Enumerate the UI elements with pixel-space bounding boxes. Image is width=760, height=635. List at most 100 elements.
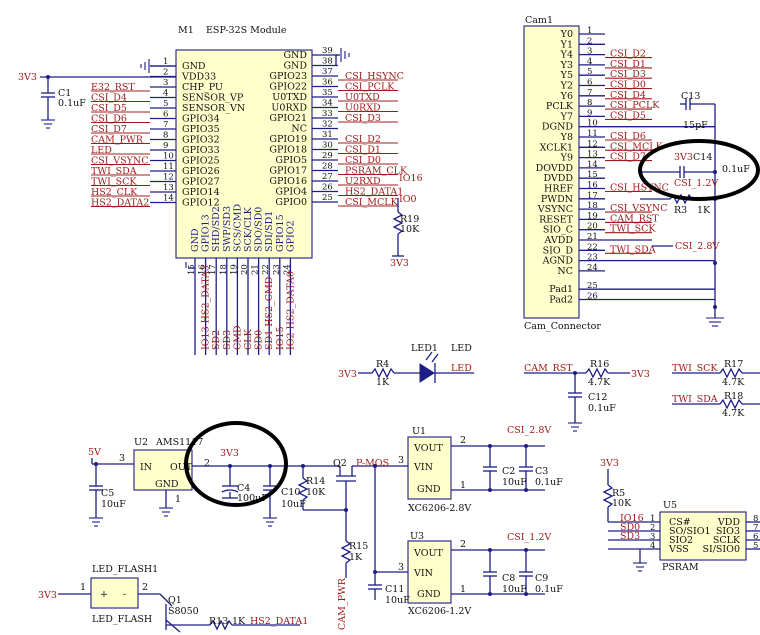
c8-value: 10uF [502,584,527,595]
esp-left-pin-num: 14 [163,194,174,204]
esp-bottom-pin-num: 24 [282,264,292,275]
cam-pin-name: VSYNC [537,204,573,215]
cam-pin-name: PWDN [541,194,573,205]
u3-ldo: U3 VOUT VIN GND XC6206-1.2V 2 1 3 CSI_1.… [368,464,563,617]
esp-io0-label: IO0 [399,194,417,205]
c9-value: 0.1uF [535,584,563,595]
cam-rst-pwr: 3V3 [631,369,650,380]
cam-pin-name: Y0 [560,29,573,40]
esp-right-pin-name: U0TXD [272,92,307,103]
psram-footer: PSRAM [662,562,699,573]
cam-pin-num: 21 [587,232,598,242]
esp-left-net: CSI_D4 [91,93,127,104]
led-net: LED [451,363,472,374]
esp-left-pin-name: GND [182,61,206,72]
esp-left-net: CSI_D7 [91,124,127,135]
esp-bottom-net: CMD [232,325,243,350]
flash-pwr: 3V3 [38,590,57,601]
r5-ref: R5 [612,488,625,499]
c12-ref: C12 [588,392,607,403]
cam-rst-net: CAM_RST [524,363,573,374]
ams-vin-net: 5V [88,447,101,458]
ams-body [133,449,193,491]
cam-pin-name: Y1 [560,39,573,50]
cam-pin-num: 16 [587,181,598,191]
r15-value: 1K [349,552,363,563]
flash-ref: LED_FLASH1 [92,564,158,575]
esp-bottom-pin-num: 22 [261,264,271,275]
c3-ref: C3 [535,466,548,477]
cam-pin-num: 12 [587,139,598,149]
highlight-ellipse-cam [638,139,760,201]
esp-left-pin-num: 8 [163,131,168,141]
r3-ref: R3 [674,205,687,216]
esp-right-pin-name: GND [283,50,307,61]
psram-left-pin-num: 2 [650,523,655,533]
r17-ref: R17 [724,359,743,370]
u1-ldo: U1 VOUT VIN GND XC6206-2.8V 2 1 CSI_2.8V… [407,425,563,514]
c14-value: 0.1uF [722,164,750,175]
esp-left-pin-num: 12 [163,173,174,183]
led-flash-section: LED_FLASH1 + - LED_FLASH 3V3 1 2 Q1 S805… [38,564,308,633]
r3-value: 1K [697,205,711,216]
ams-vout-net: 3V3 [220,448,239,459]
esp-right-pin-num: 28 [322,162,333,172]
q2-ref: Q2 [333,458,347,469]
esp-right-net: U0RXD [345,103,381,114]
u3-body [407,540,452,604]
esp-bottom-pin-name: SDO/SD0 [254,207,265,252]
esp-bottom-net: IO15 [275,326,286,350]
cam-pin-name: HREF [544,184,573,195]
esp-bottom-net: CLK [243,328,254,350]
esp-left-net: CAM_PWR [91,135,144,146]
flash-body [90,577,139,609]
esp-left-net: CSI_D5 [91,103,127,114]
esp-left-pin-name: GPIO14 [182,187,220,198]
esp-right-pin-name: GPIO22 [269,82,307,93]
r19-net: 3V3 [390,258,409,269]
esp-right-pin-num: 31 [322,130,333,140]
esp-bottom-pin-name: SHD/SD2 [211,206,222,252]
cam-pin-name: Y9 [560,153,573,164]
esp-right-pin-name: GPIO4 [275,187,307,198]
esp-right-net: CSI_D3 [345,113,381,124]
esp-bottom-pin-name: GPIO13 [201,214,212,252]
esp-bottom-pin-num: 19 [229,264,239,275]
esp-vdd-net: 3V3 [18,72,37,83]
esp-bottom-pin-num: 23 [272,264,282,275]
cam-pin-net: CSI_D3 [610,69,646,80]
u1-body [407,436,452,500]
led-label: LED [451,343,472,354]
psram-left-pin-name: VSS [668,544,689,555]
esp-left-pin-num: 7 [163,120,168,130]
esp-left-net: TWI_SCK [91,177,137,188]
c4-ref: C4 [237,483,250,494]
cam-pin-name: DOVDD [536,163,574,174]
esp-left-net: TWI_SDA [91,166,137,177]
u3-pin1: 1 [460,584,466,595]
esp-bottom-net: IO2 HS2_DATA0 [285,271,296,350]
esp-right-pin-name: U0RXD [271,103,307,114]
esp-bottom-net: IO13 HS2_DATA3 [201,265,212,350]
flash-plus: + [100,589,108,600]
esp-right-pin-num: 36 [322,78,333,88]
esp-right-pin-num: 29 [322,151,333,161]
cam-footer: Cam_Connector [524,321,601,332]
u3-ref: U3 [410,531,424,542]
r4-value: 1K [376,377,390,388]
esp-bottom-pin-name: GPIO2 [285,220,296,252]
cam-pin-name: Pad2 [549,295,573,306]
c8-ref: C8 [502,573,515,584]
ams1117-section: 5V C5 10uF 3 U2 AMS1117 IN OUT GND 2 1 3… [88,421,408,630]
esp32-body [175,49,313,259]
cam-pin-name: DVDD [543,173,573,184]
psram-left-net: IO16 [620,513,644,524]
c3-value: 0.1uF [535,477,563,488]
cam-pin-name: Y5 [560,70,573,81]
esp-left-pin-name: GPIO33 [182,145,220,156]
esp-right-pin-name: GPIO19 [269,134,307,145]
cam-pin-net: TWI_SCK [610,224,656,235]
esp-left-pin-num: 10 [163,152,174,162]
